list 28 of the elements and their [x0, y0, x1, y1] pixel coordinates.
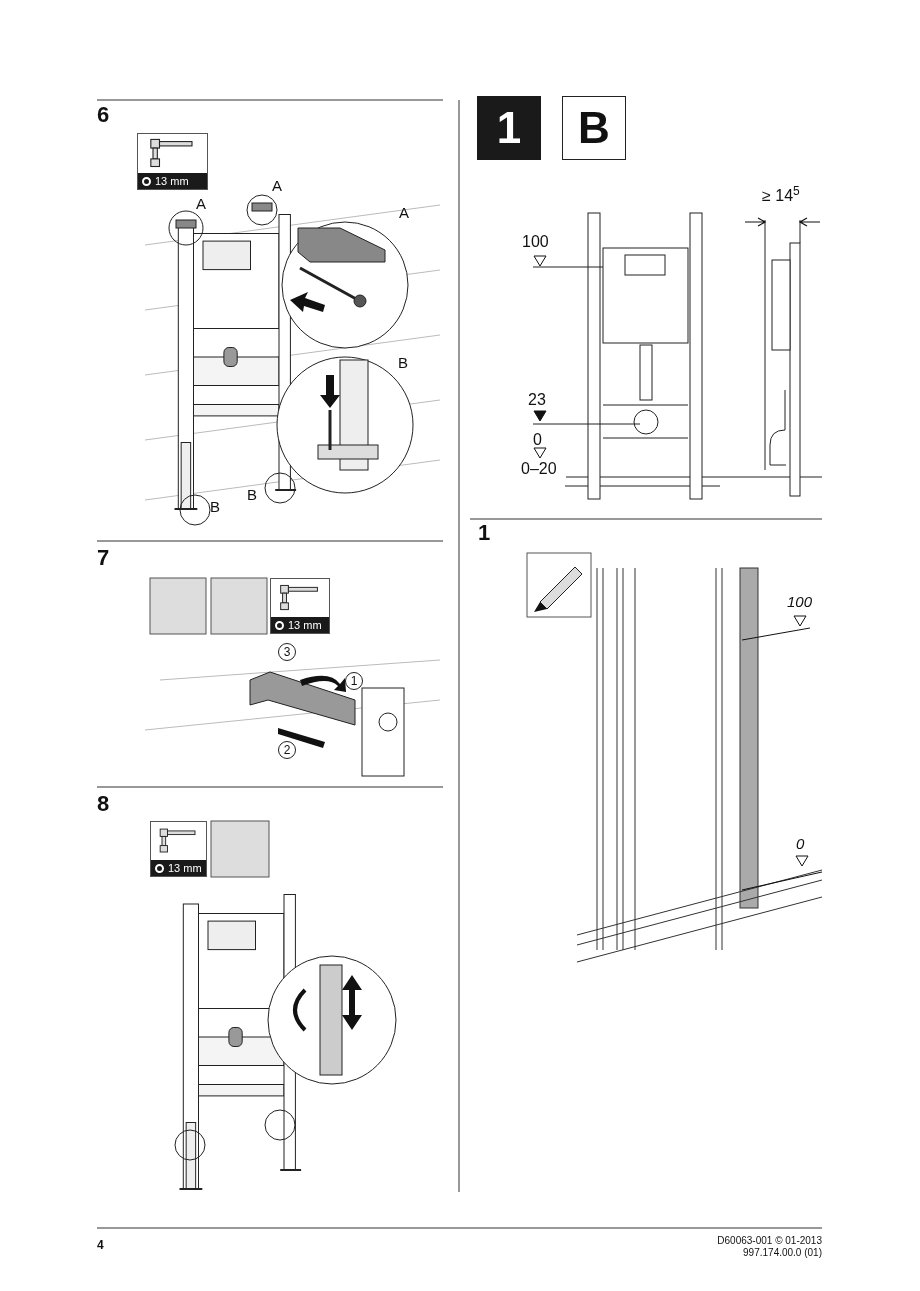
label-text: 0 [533, 432, 542, 448]
label-text: A [399, 205, 409, 220]
label-text: B [210, 499, 220, 514]
label-text: B [398, 355, 408, 370]
tool-card [270, 578, 330, 634]
wrench-size: 13 mm [271, 617, 329, 633]
label-text: 8 [97, 793, 110, 815]
label-text: 997.174.00.0 (01) [743, 1248, 822, 1258]
label-text: 100 [787, 594, 813, 609]
label-text: 1 [478, 522, 491, 544]
label-text: 4 [97, 1239, 104, 1251]
wrench-size: 13 mm [138, 173, 207, 189]
tool-card [137, 133, 208, 190]
label-text: 6 [97, 104, 110, 126]
label-text: D60063-001 © 01-2013 [717, 1236, 822, 1246]
label-text: 7 [97, 547, 110, 569]
label-text: A [272, 178, 282, 193]
variant-badge: B [562, 96, 626, 160]
label-text: 100 [522, 234, 549, 250]
label-text: 0–20 [521, 461, 557, 477]
label-text: ≥ 14$^{5}$ [762, 188, 800, 204]
label-text: A [196, 196, 206, 211]
tool-card [150, 821, 207, 877]
label-text: 0 [796, 836, 805, 851]
section-badge: 1 [477, 96, 541, 160]
label-text: B [247, 487, 257, 502]
wrench-size: 13 mm [151, 860, 206, 876]
label-text: 23 [528, 392, 546, 408]
